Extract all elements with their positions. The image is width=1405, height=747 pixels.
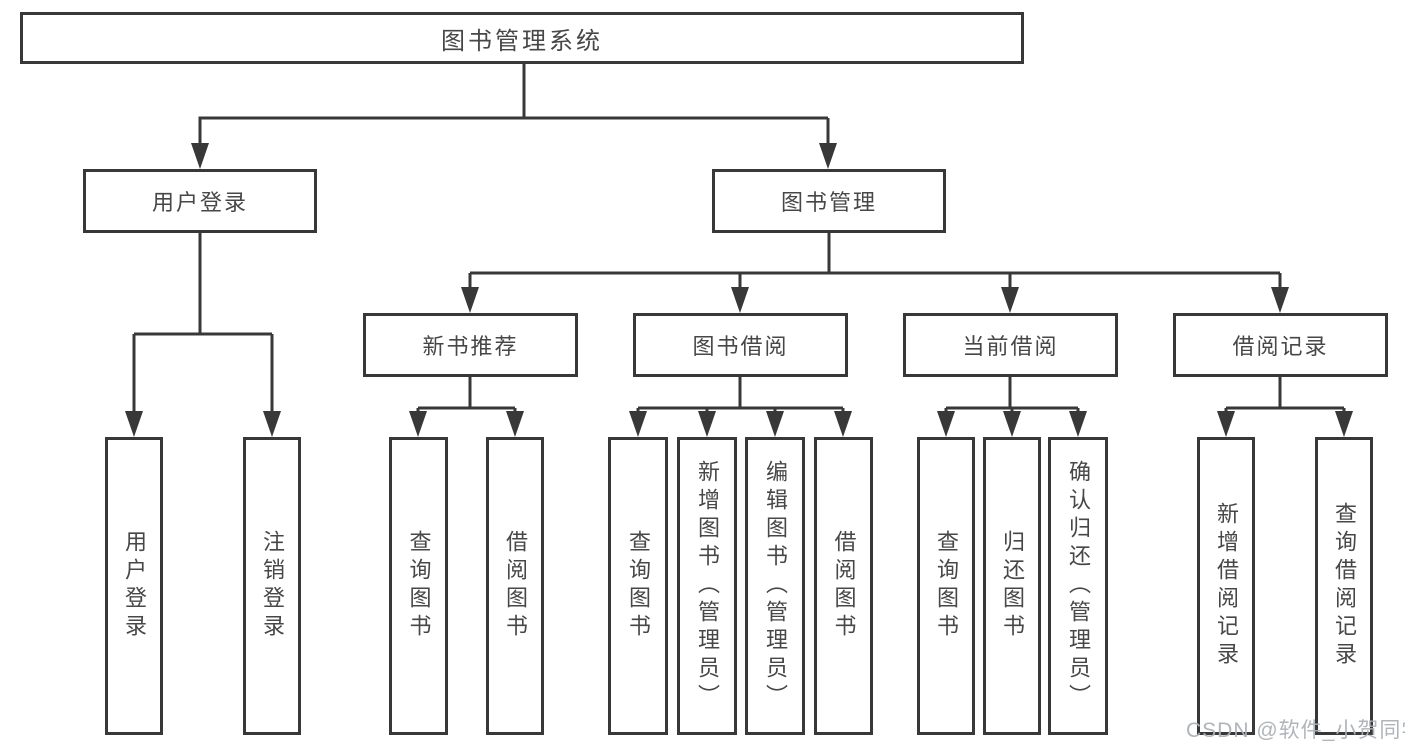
node-book-mgmt: 图书管理 (712, 169, 946, 233)
leaf-logout: 注销登录 (243, 437, 301, 735)
leaf-cb-query-book-label: 查询图书 (934, 530, 959, 642)
node-user-login: 用户登录 (83, 169, 317, 233)
node-borrow-records-label: 借阅记录 (1232, 334, 1329, 359)
leaf-nb-query-book: 查询图书 (389, 437, 448, 735)
node-root-label: 图书管理系统 (441, 27, 603, 55)
leaf-nb-borrow-book-label: 借阅图书 (503, 530, 528, 642)
node-root: 图书管理系统 (20, 12, 1024, 64)
leaf-user-login-label: 用户登录 (122, 530, 147, 642)
node-new-book-recommend: 新书推荐 (363, 313, 578, 377)
node-user-login-label: 用户登录 (151, 190, 248, 215)
leaf-bb-add-book-admin: 新增图书（管理员） (677, 437, 737, 735)
leaf-br-add-record-label: 新增借阅记录 (1214, 502, 1239, 670)
leaf-logout-label: 注销登录 (260, 530, 285, 642)
leaf-cb-query-book: 查询图书 (917, 437, 975, 735)
node-book-mgmt-label: 图书管理 (780, 190, 877, 215)
leaf-bb-add-book-admin-label: 新增图书（管理员） (695, 460, 720, 712)
leaf-nb-query-book-label: 查询图书 (406, 530, 432, 642)
leaf-cb-confirm-return-admin-label: 确认归还（管理员） (1066, 460, 1091, 712)
leaf-br-query-record-label: 查询借阅记录 (1332, 502, 1357, 670)
leaf-cb-return-book: 归还图书 (983, 437, 1041, 735)
csdn-watermark: CSDN @软件_小贺同学 (1186, 719, 1405, 742)
node-borrow-records: 借阅记录 (1173, 313, 1388, 377)
leaf-bb-query-book-label: 查询图书 (626, 530, 651, 642)
leaf-br-query-record: 查询借阅记录 (1315, 437, 1373, 735)
leaf-cb-confirm-return-admin: 确认归还（管理员） (1048, 437, 1108, 735)
leaf-br-add-record: 新增借阅记录 (1197, 437, 1255, 735)
leaf-bb-borrow-book: 借阅图书 (814, 437, 873, 735)
node-book-borrow-label: 图书借阅 (692, 334, 789, 359)
leaf-bb-query-book: 查询图书 (608, 437, 668, 735)
node-current-borrow: 当前借阅 (903, 313, 1118, 377)
node-new-book-recommend-label: 新书推荐 (422, 334, 519, 359)
leaf-user-login: 用户登录 (105, 437, 163, 735)
leaf-nb-borrow-book: 借阅图书 (486, 437, 544, 735)
leaf-bb-borrow-book-label: 借阅图书 (831, 530, 857, 642)
leaf-bb-edit-book-admin-label: 编辑图书（管理员） (763, 460, 788, 712)
leaf-cb-return-book-label: 归还图书 (1000, 530, 1025, 642)
leaf-bb-edit-book-admin: 编辑图书（管理员） (745, 437, 805, 735)
node-book-borrow: 图书借阅 (633, 313, 848, 377)
node-current-borrow-label: 当前借阅 (962, 334, 1059, 359)
